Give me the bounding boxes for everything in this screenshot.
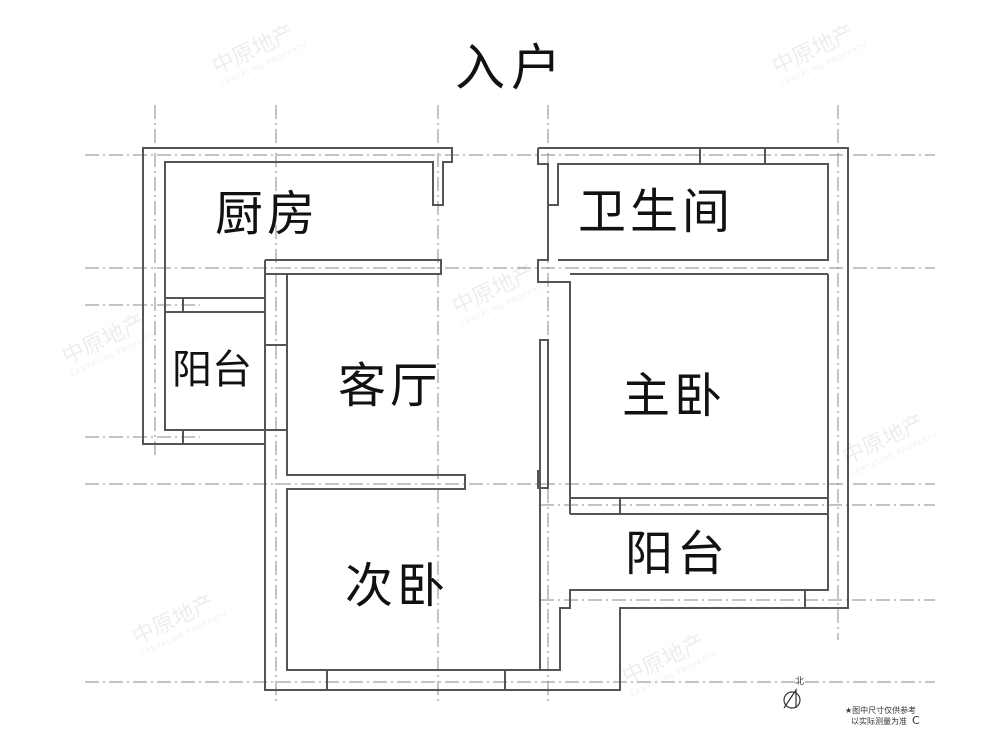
entrance-label: 入户 [455,39,567,97]
north-label: 北 [795,677,805,687]
north-compass [783,688,801,709]
disclaimer-line-1: ★图中尺寸仅供参考 [845,706,917,715]
living-room-label: 客厅 [338,358,443,414]
axis-lines [85,105,935,705]
disclaimer-line-2: 以实际测量为准 [851,717,907,726]
kitchen-label: 厨房 [215,186,320,242]
disclaimer-mark: C [912,714,920,727]
second-bedroom-label: 次卧 [345,558,450,614]
small-balcony-label: 阳台 [172,347,252,393]
master-bedroom-label: 主卧 [622,368,727,424]
balcony-label: 阳台 [625,526,730,582]
walls [142,147,849,691]
bathroom-label: 卫生间 [578,184,735,240]
